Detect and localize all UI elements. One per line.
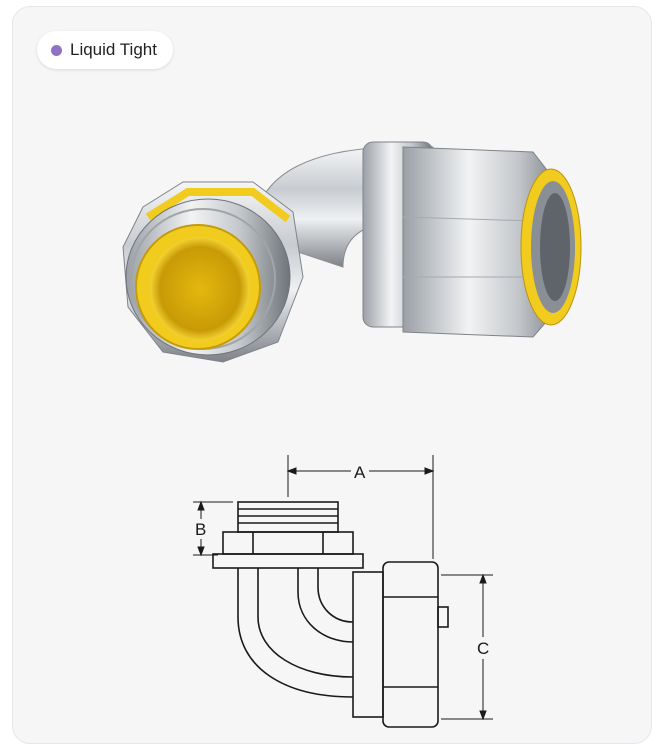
elbow-connector-drawing-icon: A B C xyxy=(192,455,493,728)
elbow-connector-photo-icon xyxy=(122,141,582,363)
category-badge[interactable]: Liquid Tight xyxy=(37,31,173,69)
dimension-label-c: C xyxy=(477,639,489,658)
badge-label: Liquid Tight xyxy=(70,40,157,59)
product-card: Liquid Tight xyxy=(12,6,652,744)
dimension-label-a: A xyxy=(354,463,366,482)
dimension-label-b: B xyxy=(195,520,206,539)
badge-dot-icon xyxy=(51,44,62,56)
